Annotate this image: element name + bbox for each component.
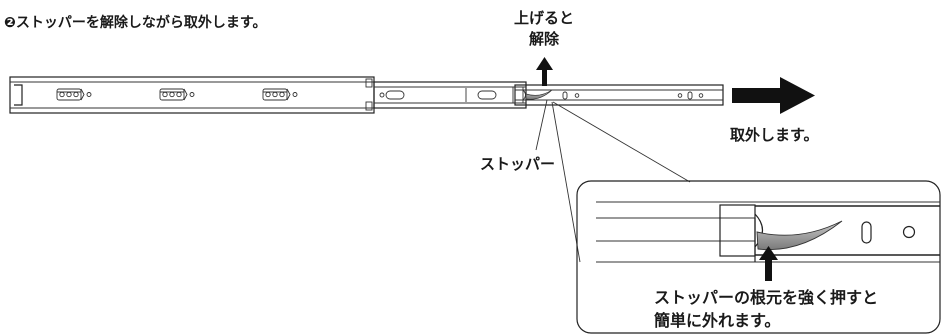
stopper-leader-line: [535, 99, 548, 151]
stopper-small: [512, 86, 553, 104]
slide-rail: [9, 76, 724, 114]
middle-rail: [373, 81, 527, 109]
detail-caption-line2: 簡単に外れます。: [653, 311, 780, 330]
remove-direction-arrow-icon: [732, 77, 815, 114]
stopper-label: ストッパー: [480, 155, 555, 173]
detail-caption-line1: ストッパーの根元を強く押すと: [654, 288, 878, 307]
mount-slot-group-1: [56, 88, 92, 101]
press-arrow-icon: [759, 246, 778, 281]
lift-label-line1: 上げると: [514, 9, 574, 27]
outer-rail: [9, 76, 375, 114]
rail-slot: [861, 221, 872, 244]
lift-arrow-icon: [536, 57, 553, 86]
detail-zoom-box: ストッパーの根元を強く押すと 簡単に外れます。: [576, 180, 941, 334]
stopper-detail: [719, 204, 843, 257]
mount-slot-group-2: [159, 88, 195, 101]
step-title: ❷ストッパーを解除しながら取外します。: [4, 14, 266, 31]
remove-label: 取外します。: [730, 126, 819, 144]
callout-line-right: [552, 101, 691, 183]
inner-rail: [514, 84, 724, 106]
lift-label-line2: 解除: [529, 30, 560, 48]
rail-hole: [902, 225, 916, 239]
mount-slot-group-3: [262, 88, 298, 101]
callout-line-left: [551, 101, 581, 263]
